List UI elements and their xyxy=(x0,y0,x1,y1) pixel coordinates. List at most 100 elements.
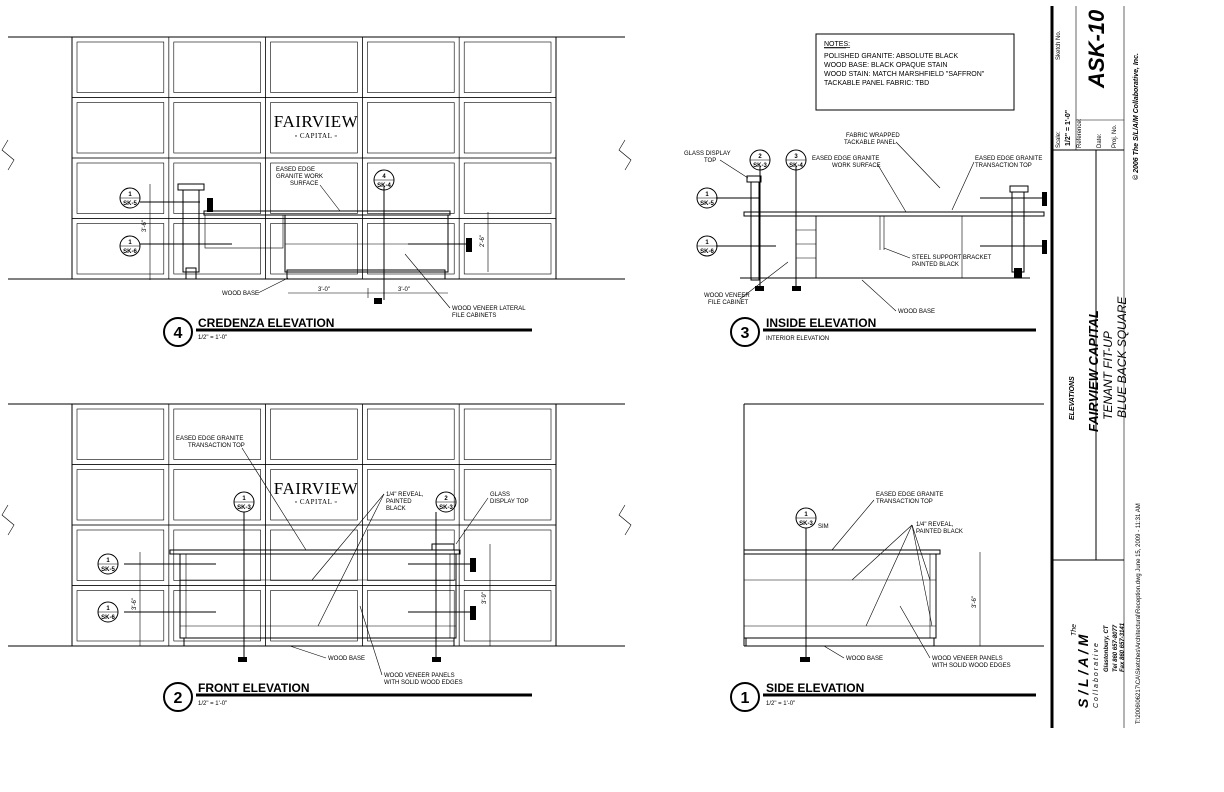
svg-text:SK-4: SK-4 xyxy=(377,183,391,189)
panel-inset xyxy=(76,162,165,214)
panel-cell xyxy=(458,524,557,586)
annotation: WOOD BASE xyxy=(846,656,883,662)
svg-text:1: 1 xyxy=(128,192,132,198)
section-bubble: 2 SK-3 xyxy=(435,491,457,513)
panel-inset xyxy=(463,469,552,521)
tackable-panel-grid xyxy=(71,36,557,280)
inside-elevation: GLASS DISPLAY TOP EASED EDGE GRANITE WOR… xyxy=(684,133,1047,347)
panel-inset xyxy=(270,162,358,214)
panel-cell xyxy=(71,464,170,526)
panel-inset xyxy=(463,529,552,581)
elevation-number: 3 xyxy=(741,325,750,342)
elevation-number: 4 xyxy=(174,325,183,342)
elevation-title: 2 FRONT ELEVATION 1/2" = 1'-0" xyxy=(163,681,532,712)
notes-heading: NOTES: xyxy=(824,41,850,48)
panel-inset xyxy=(367,102,455,154)
panel-inset xyxy=(173,590,261,642)
break-mark xyxy=(1,504,15,536)
panel-cell xyxy=(362,585,460,647)
section-bubble: 1 SK-5 xyxy=(696,187,718,209)
proj-label: Proj. No. xyxy=(1112,124,1118,148)
svg-text:SK-3: SK-3 xyxy=(237,505,251,511)
panel-cell xyxy=(71,157,170,219)
panel-cell xyxy=(362,97,460,159)
svg-text:1: 1 xyxy=(106,558,110,564)
svg-text:3: 3 xyxy=(794,154,798,160)
elevation-name: SIDE ELEVATION xyxy=(766,681,864,695)
note-line: WOOD STAIN: MATCH MARSHFIELD "SAFFRON" xyxy=(824,71,985,78)
project-name: FAIRVIEW CAPITAL xyxy=(1086,310,1101,432)
panel-cell xyxy=(168,97,266,159)
annotation: FABRIC WRAPPED xyxy=(846,133,900,139)
dim-label: 3'-6" xyxy=(132,598,138,610)
panel-cell xyxy=(265,585,363,647)
logo-capital: ▫ CAPITAL ▫ xyxy=(295,498,338,506)
dim-label: 3'-6" xyxy=(142,220,148,232)
svg-text:SK-5: SK-5 xyxy=(123,201,137,207)
panel-inset xyxy=(270,408,358,460)
elevation-name: INSIDE ELEVATION xyxy=(766,316,876,330)
elevation-scale: 1/2" = 1'-0" xyxy=(198,701,227,707)
panel-cell xyxy=(458,97,557,159)
panel-inset xyxy=(463,590,552,642)
svg-text:SK-5: SK-5 xyxy=(101,567,115,573)
logo-fairview: FAIRVIEW xyxy=(274,112,359,131)
firm-collab: Collaborative xyxy=(1093,641,1100,708)
panel-cell xyxy=(168,524,266,586)
elevation-subtitle: INTERIOR ELEVATION xyxy=(766,336,829,342)
svg-text:4: 4 xyxy=(382,174,386,180)
panel-inset xyxy=(270,102,358,154)
panel-inset xyxy=(463,162,552,214)
project-line: TENANT FIT-UP xyxy=(1101,331,1115,420)
annotation: WOOD BASE xyxy=(328,656,365,662)
annotation: GLASS xyxy=(490,492,510,498)
panel-cell xyxy=(458,157,557,219)
elevation-name: CREDENZA ELEVATION xyxy=(198,316,334,330)
panel-inset xyxy=(173,162,261,214)
note-line: TACKABLE PANEL FABRIC: TBD xyxy=(824,80,929,87)
break-mark xyxy=(618,504,632,536)
section-bubble: 1 SK-5 xyxy=(119,187,141,209)
panel-inset xyxy=(367,223,455,275)
logo-fairview: FAIRVIEW xyxy=(274,479,359,498)
credenza-elevation: FAIRVIEW ▫ CAPITAL ▫ 3'-6" 2'-6" 3'-0" 3… xyxy=(1,36,632,347)
section-bubble: 3 SK-4 xyxy=(785,149,807,171)
notes-box: NOTES: POLISHED GRANITE: ABSOLUTE BLACK … xyxy=(815,33,1015,111)
panel-inset xyxy=(367,408,455,460)
panel-inset xyxy=(76,469,165,521)
annotation: WORK SURFACE xyxy=(832,163,881,169)
svg-text:SK-4: SK-4 xyxy=(789,163,803,169)
annotation: WOOD VENEER PANELS xyxy=(932,656,1003,662)
panel-cell xyxy=(168,403,266,465)
elevation-number: 1 xyxy=(741,690,750,707)
svg-text:2: 2 xyxy=(444,496,448,502)
panel-inset xyxy=(463,223,552,275)
date-label: Date: xyxy=(1097,133,1103,148)
section-bubble: 2 SK-3 xyxy=(749,149,771,171)
svg-text:1: 1 xyxy=(705,192,709,198)
svg-text:1: 1 xyxy=(242,496,246,502)
panel-inset xyxy=(367,469,455,521)
panel-inset xyxy=(76,102,165,154)
annotation: EASED EDGE xyxy=(276,167,315,173)
annotation: BLACK xyxy=(386,506,406,512)
panel-inset xyxy=(76,223,165,275)
panel-cell xyxy=(265,403,363,465)
svg-text:1: 1 xyxy=(804,512,808,518)
annotation: DISPLAY TOP xyxy=(490,499,529,505)
tackable-panel-grid xyxy=(71,403,557,647)
elevation-title: 3 INSIDE ELEVATION INTERIOR ELEVATION xyxy=(730,316,1036,347)
sketch-label: Sketch No. xyxy=(1056,30,1062,60)
firm-name: S / L / A / M xyxy=(1075,634,1091,708)
scale-label: Scale: xyxy=(1056,131,1062,148)
annotation: FILE CABINETS xyxy=(452,313,496,319)
annotation: PAINTED xyxy=(386,499,412,505)
sheet-title: ELEVATIONS xyxy=(1069,376,1076,420)
panel-inset xyxy=(173,469,261,521)
panel-cell xyxy=(71,97,170,159)
annotation: WOOD VENEER xyxy=(704,293,750,299)
dim-label: 3'-9" xyxy=(482,592,488,604)
dim-label: 3'-6" xyxy=(972,596,978,608)
panel-cell xyxy=(362,36,460,98)
